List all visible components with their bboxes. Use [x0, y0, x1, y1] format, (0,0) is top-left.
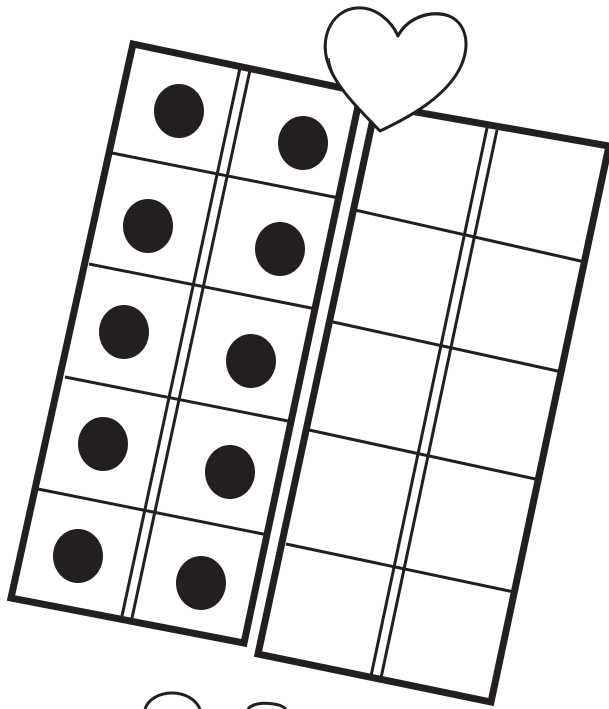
counter-dot: [53, 529, 103, 583]
counter-dot: [176, 556, 226, 610]
counter-dot: [99, 305, 149, 359]
counter-dot: [226, 334, 276, 388]
counter-dot: [255, 222, 305, 276]
heart-outline-icon: [145, 693, 286, 709]
counter-dot: [205, 445, 255, 499]
counter-dot: [278, 116, 328, 170]
counter-dot: [154, 84, 204, 138]
counter-dot: [123, 199, 173, 253]
counter-dot: [78, 417, 128, 471]
